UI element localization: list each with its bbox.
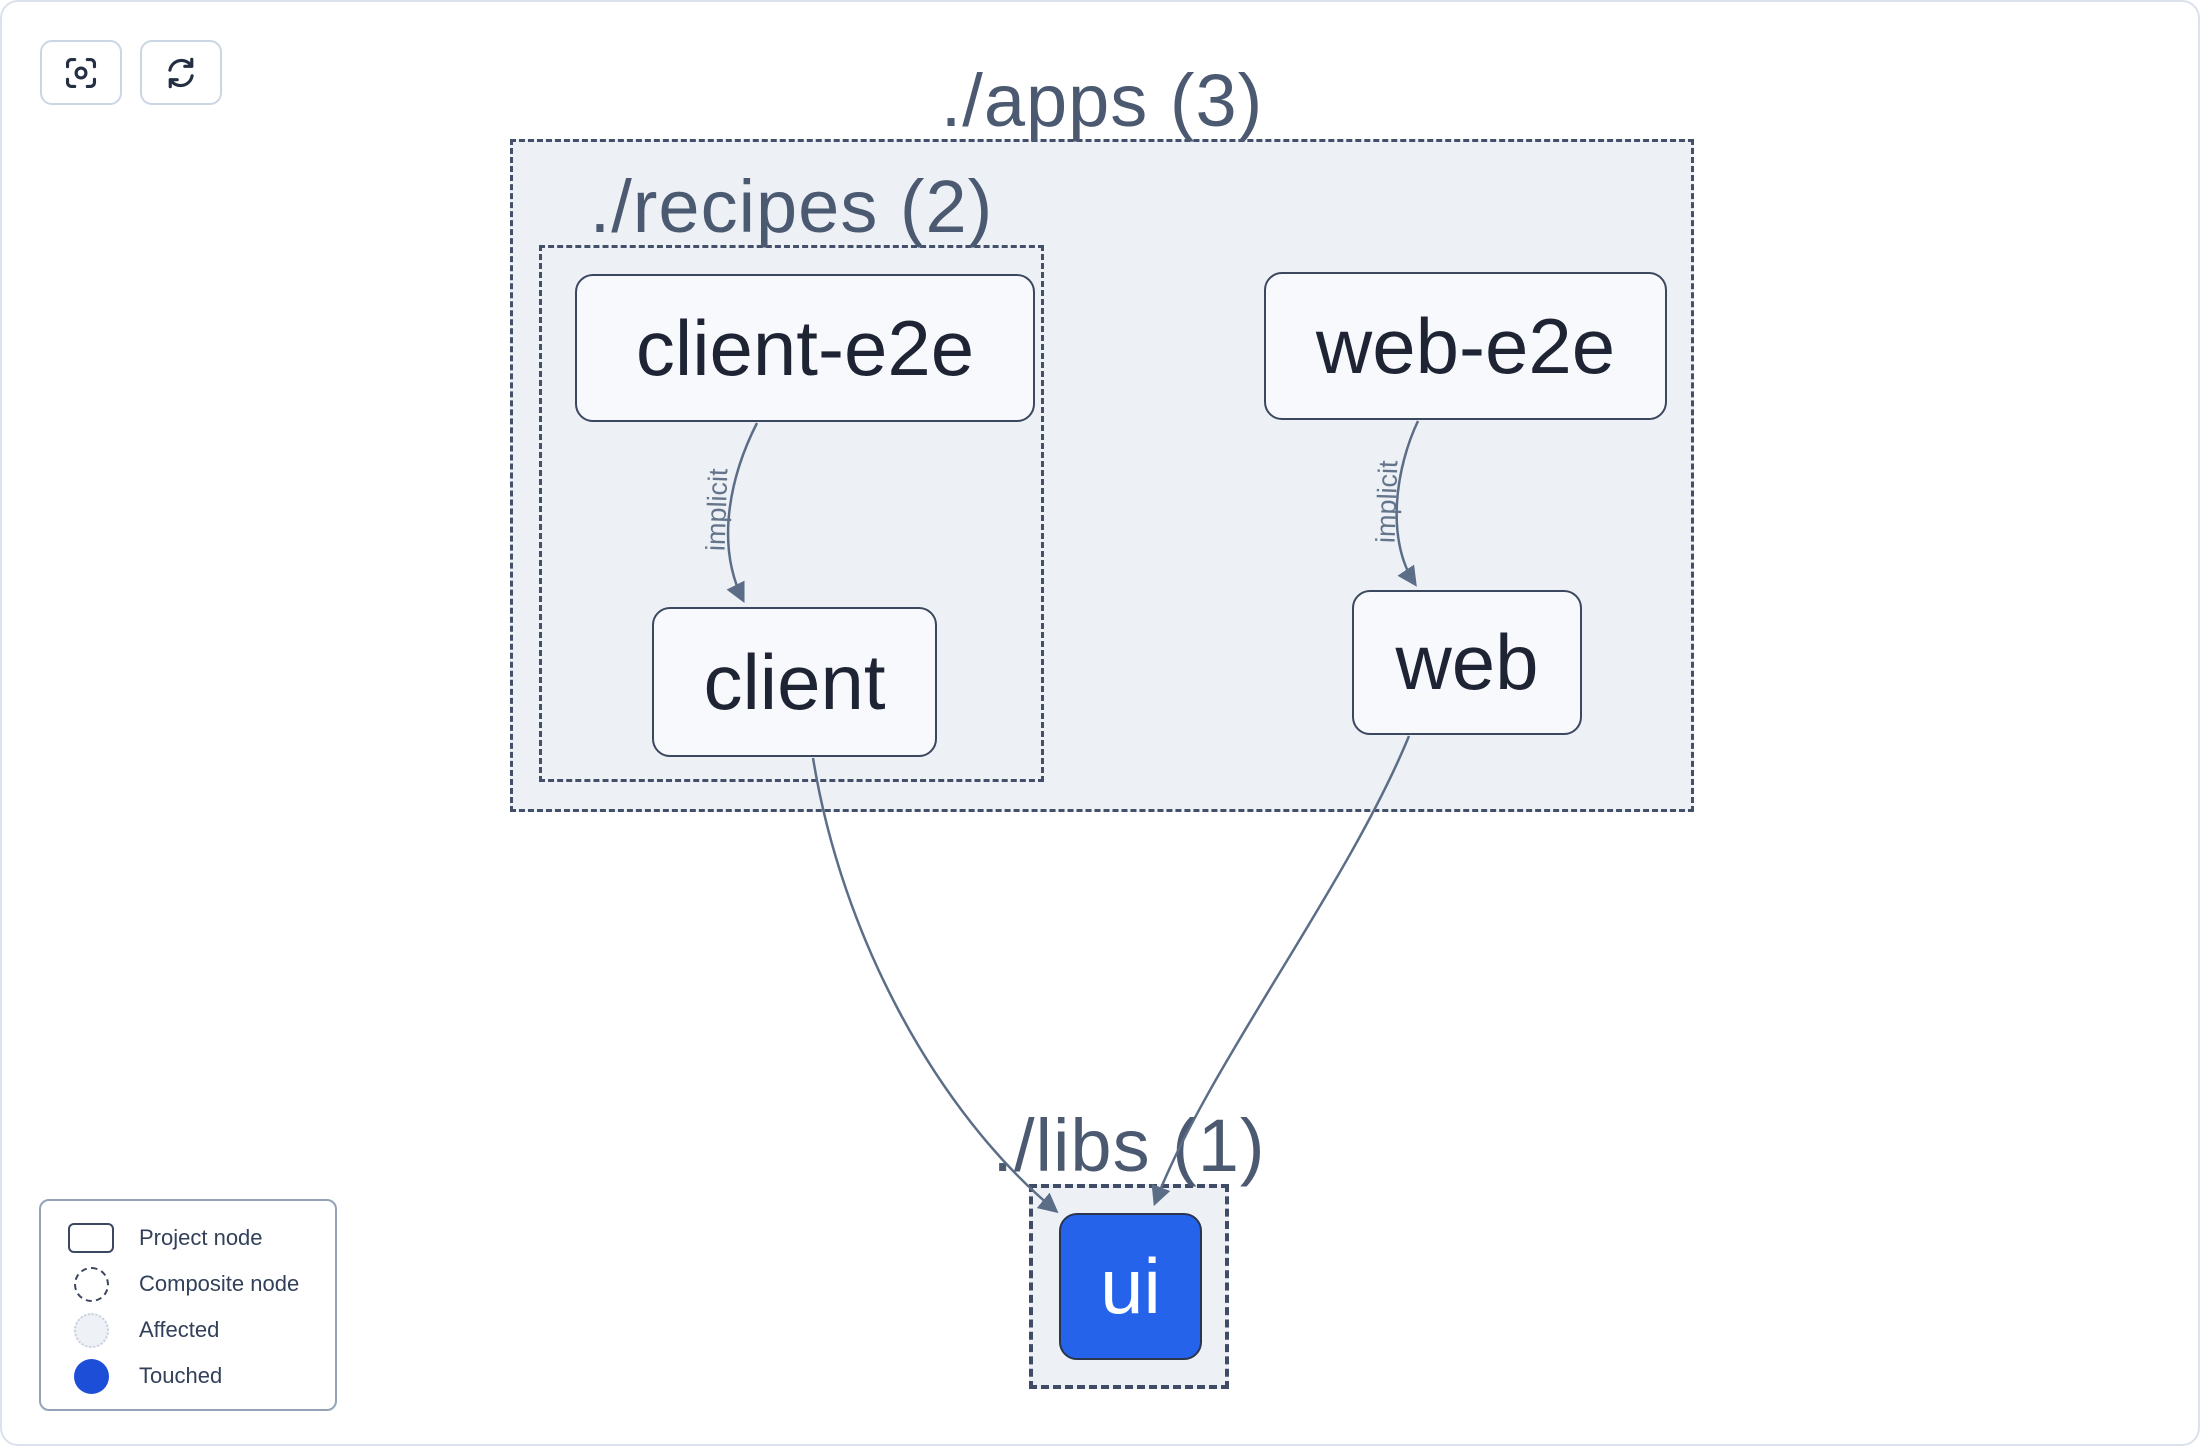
legend-item-project-node: Project node [55,1215,317,1261]
legend-label: Affected [139,1317,220,1342]
refresh-icon [168,57,194,88]
refresh-button[interactable] [140,40,222,105]
node-client-e2e[interactable]: client-e2e [575,274,1035,422]
node-ui-touched[interactable]: ui [1059,1213,1202,1360]
legend-label: Composite node [139,1271,300,1296]
legend-label: Touched [139,1363,223,1388]
legend-item-touched: Touched [55,1353,317,1399]
focus-button[interactable] [40,40,122,105]
node-client[interactable]: client [652,607,937,757]
group-libs-label: ./libs (1) [992,1104,1266,1187]
legend-item-composite-node: Composite node [55,1261,317,1307]
legend-item-affected: Affected [55,1307,317,1353]
affected-swatch [73,1312,109,1348]
node-web[interactable]: web [1352,590,1582,735]
legend: Project node Composite node Affected Tou… [39,1199,337,1411]
touched-swatch [73,1358,109,1394]
group-apps-label: ./apps (3) [940,59,1264,142]
legend-label: Project node [139,1225,263,1250]
edge-client-to-ui[interactable] [811,757,1059,1214]
composite-node-swatch [73,1266,109,1302]
group-recipes-container[interactable] [539,245,1044,782]
project-node-swatch [68,1223,114,1253]
node-web-e2e[interactable]: web-e2e [1264,272,1667,420]
focus-icon [65,57,97,88]
